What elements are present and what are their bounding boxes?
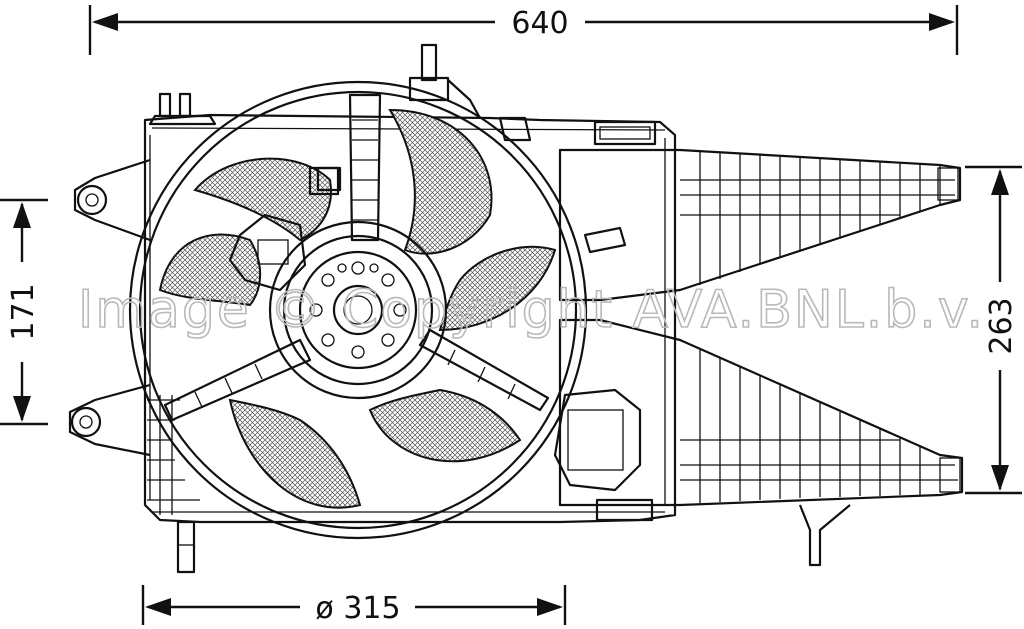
top-connector-post (408, 43, 481, 119)
left-lower-mounting-lug (68, 383, 151, 457)
side-brackets (316, 116, 532, 192)
dimension-right-height: 263 (965, 165, 1022, 495)
dimension-overall-width: 640 (88, 5, 959, 55)
dimension-fan-diameter: ø 315 (141, 585, 567, 626)
resistor-block (553, 226, 642, 492)
lower-mounting-arm (558, 318, 964, 567)
motor-hub (268, 220, 448, 400)
left-upper-mounting-lug (73, 158, 151, 242)
dimension-label-640: 640 (511, 6, 568, 41)
fan-shroud-frame (143, 113, 677, 524)
motor-connector (228, 213, 307, 292)
top-left-clips (148, 92, 217, 126)
upper-mounting-arm (558, 148, 962, 302)
motor-support-spokes (163, 93, 550, 422)
copyright-watermark: Image © Copyright AVA.BNL.b.v. (78, 280, 985, 340)
dimension-label-171: 171 (6, 283, 41, 340)
hub-bolt-holes (309, 261, 407, 359)
dimension-label-315: ø 315 (315, 591, 400, 626)
fan-ring (128, 80, 588, 540)
fan-blades (158, 108, 557, 509)
dimension-label-263: 263 (984, 297, 1019, 354)
dimension-left-mount-spacing: 171 (0, 198, 48, 426)
bottom-left-foot (176, 520, 196, 574)
